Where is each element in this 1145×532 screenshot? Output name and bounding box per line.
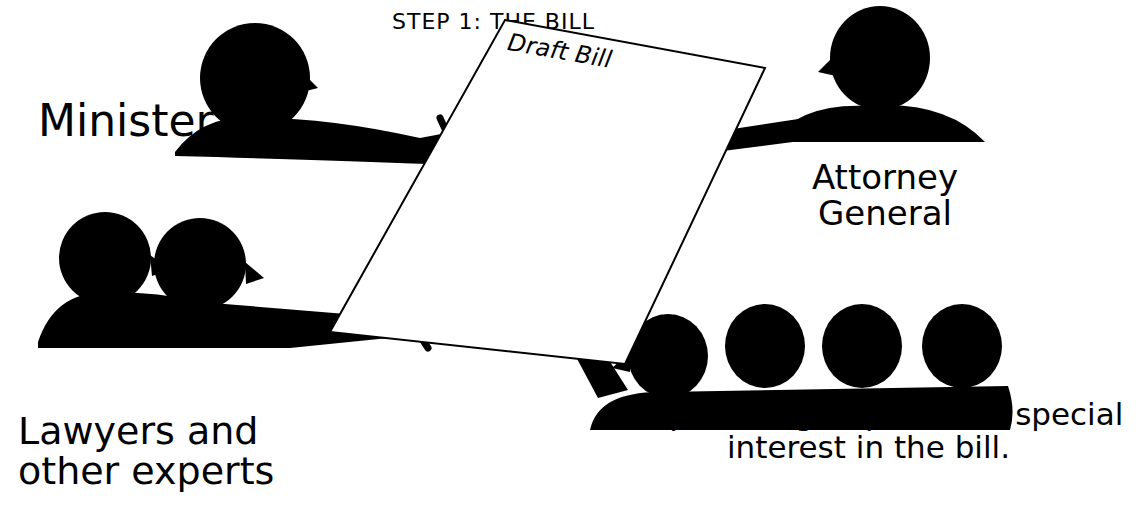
- paper-shape: [330, 20, 765, 364]
- person-label: Minister: [38, 98, 214, 144]
- paper-outline: [325, 18, 770, 370]
- person-label: Attorney General: [760, 160, 1010, 231]
- group-label: People and groups with a special interes…: [596, 398, 1141, 463]
- diagram-title: STEP 1: THE BILL: [392, 10, 595, 33]
- draft-paper: Draft Bill: [325, 18, 770, 370]
- group-label: Lawyers and other experts: [18, 412, 358, 492]
